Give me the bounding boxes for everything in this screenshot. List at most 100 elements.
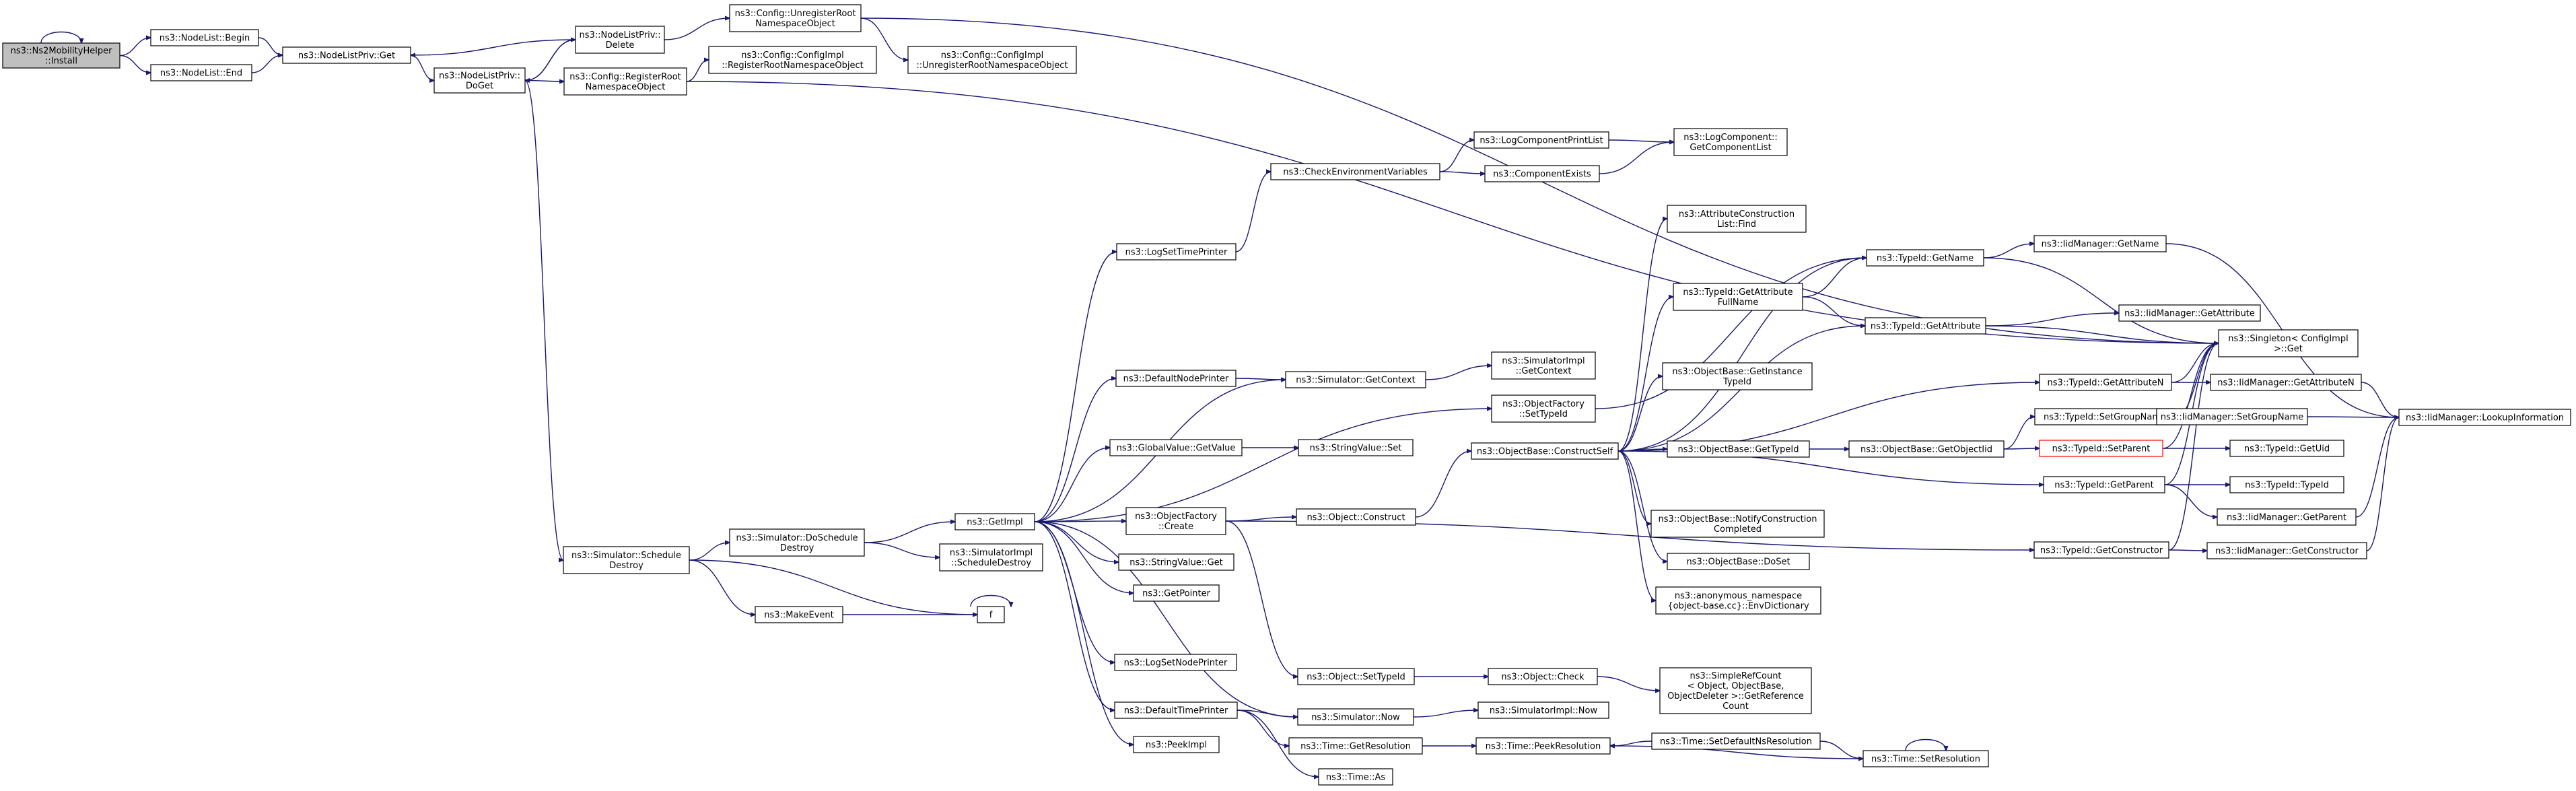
node-obj-factory-settypeid[interactable]: ns3::ObjectFactory::SetTypeId bbox=[1491, 394, 1596, 423]
node-sim-schedule-destroy[interactable]: ns3::Simulator::ScheduleDestroy bbox=[563, 546, 690, 574]
node-label: ::RegisterRootNamespaceObject bbox=[722, 61, 864, 71]
node-time-set-resolution[interactable]: ns3::Time::SetResolution bbox=[1863, 750, 1989, 767]
node-cfg-unreg[interactable]: ns3::Config::UnregisterRootNamespaceObje… bbox=[729, 4, 862, 32]
node-comp-exists[interactable]: ns3::ComponentExists bbox=[1484, 165, 1600, 182]
node-nlp-delete[interactable]: ns3::NodeListPriv::Delete bbox=[575, 26, 665, 54]
node-object-construct[interactable]: ns3::Object::Construct bbox=[1296, 508, 1416, 526]
edge-get-impl-to-default-node-printer bbox=[1034, 378, 1116, 522]
node-typeid-getattributen[interactable]: ns3::TypeId::GetAttributeN bbox=[2039, 374, 2172, 391]
node-simimpl-get-context[interactable]: ns3::SimulatorImpl::GetContext bbox=[1491, 351, 1596, 380]
node-check-env[interactable]: ns3::CheckEnvironmentVariables bbox=[1270, 163, 1440, 180]
node-object-check[interactable]: ns3::Object::Check bbox=[1488, 668, 1598, 685]
edge-sim-get-context-to-simimpl-get-context bbox=[1425, 366, 1492, 380]
node-label: ns3::CheckEnvironmentVariables bbox=[1283, 168, 1428, 178]
node-label: ns3::IidManager::GetAttribute bbox=[2124, 309, 2255, 319]
edge-typeid-getattr-fullname-to-typeid-getattribute bbox=[1802, 296, 1865, 326]
node-typeid-typeid[interactable]: ns3::TypeId::TypeId bbox=[2229, 476, 2344, 493]
edge-get-impl-to-sim-now bbox=[1034, 521, 1298, 717]
node-label: ns3::DefaultNodePrinter bbox=[1123, 374, 1229, 384]
node-cfgimpl-reg[interactable]: ns3::Config::ConfigImpl::RegisterRootNam… bbox=[708, 46, 877, 74]
edge-ob-getobjectiid-to-typeid-setparent bbox=[2003, 448, 2040, 449]
node-get-pointer[interactable]: ns3::GetPointer bbox=[1133, 584, 1220, 602]
node-ob-construct-self[interactable]: ns3::ObjectBase::ConstructSelf bbox=[1471, 442, 1619, 460]
node-typeid-getuid[interactable]: ns3::TypeId::GetUid bbox=[2229, 440, 2344, 457]
node-sim-get-context[interactable]: ns3::Simulator::GetContext bbox=[1285, 371, 1426, 388]
node-ob-notify-construction[interactable]: ns3::ObjectBase::NotifyConstructionCompl… bbox=[1650, 510, 1825, 538]
node-nl-end[interactable]: ns3::NodeList::End bbox=[150, 64, 252, 81]
node-typeid-getconstructor[interactable]: ns3::TypeId::GetConstructor bbox=[2033, 541, 2169, 559]
node-install[interactable]: ns3::Ns2MobilityHelper::Install bbox=[2, 42, 120, 69]
node-time-peek-resolution[interactable]: ns3::Time::PeekResolution bbox=[1475, 737, 1611, 755]
node-get-impl[interactable]: ns3::GetImpl bbox=[954, 513, 1035, 530]
node-f[interactable]: f bbox=[977, 606, 1005, 623]
node-label: ns3::anonymous_namespace bbox=[1675, 591, 1802, 601]
edge-check-env-to-comp-exists bbox=[1439, 172, 1485, 174]
node-global-value-get[interactable]: ns3::GlobalValue::GetValue bbox=[1109, 439, 1243, 456]
node-label: ns3::ObjectBase::GetTypeId bbox=[1678, 445, 1799, 455]
node-log-comp-print-list[interactable]: ns3::LogComponentPrintList bbox=[1473, 131, 1609, 149]
node-nl-begin[interactable]: ns3::NodeList::Begin bbox=[150, 29, 259, 46]
node-label: ns3::NodeListPriv:: bbox=[439, 71, 520, 81]
node-singleton-get[interactable]: ns3::Singleton< ConfigImpl >::Get bbox=[2218, 329, 2359, 357]
node-cfg-reg[interactable]: ns3::Config::RegisterRootNamespaceObject bbox=[563, 67, 687, 96]
node-typeid-getparent[interactable]: ns3::TypeId::GetParent bbox=[2043, 476, 2165, 493]
node-label: ns3::ObjectBase::GetObjectIid bbox=[1860, 445, 1992, 455]
node-cfgimpl-unreg[interactable]: ns3::Config::ConfigImpl::UnregisterRootN… bbox=[907, 46, 1077, 74]
node-label: ns3::IidManager::GetParent bbox=[2227, 513, 2346, 523]
edge-nlp-get-to-nlp-doget bbox=[410, 55, 434, 81]
node-string-value-set[interactable]: ns3::StringValue::Set bbox=[1298, 439, 1414, 456]
node-iid-getname[interactable]: ns3::IidManager::GetName bbox=[2033, 235, 2167, 252]
node-simimpl-now[interactable]: ns3::SimulatorImpl::Now bbox=[1477, 701, 1609, 719]
edge-ob-construct-self-to-typeid-getname bbox=[1617, 258, 1867, 452]
node-iid-getconstructor[interactable]: ns3::IidManager::GetConstructor bbox=[2206, 542, 2367, 559]
node-simple-ref-count[interactable]: ns3::SimpleRefCount< Object, ObjectBase,… bbox=[1659, 667, 1812, 714]
node-ob-getobjectiid[interactable]: ns3::ObjectBase::GetObjectIid bbox=[1848, 440, 2005, 458]
node-sim-now[interactable]: ns3::Simulator::Now bbox=[1297, 708, 1414, 726]
node-label: ns3::TypeId::TypeId bbox=[2245, 481, 2329, 491]
node-make-event[interactable]: ns3::MakeEvent bbox=[755, 606, 843, 623]
node-typeid-getattribute[interactable]: ns3::TypeId::GetAttribute bbox=[1865, 317, 1986, 335]
node-label: NamespaceObject bbox=[586, 82, 666, 92]
node-ob-gettypeid[interactable]: ns3::ObjectBase::GetTypeId bbox=[1667, 440, 1810, 458]
node-time-get-resolution[interactable]: ns3::Time::GetResolution bbox=[1288, 737, 1423, 755]
node-label: ns3::NodeListPriv:: bbox=[579, 30, 660, 40]
node-nlp-doget[interactable]: ns3::NodeListPriv::DoGet bbox=[433, 67, 526, 94]
node-log-get-comp-list[interactable]: ns3::LogComponent::GetComponentList bbox=[1673, 128, 1788, 156]
node-nlp-get[interactable]: ns3::NodeListPriv::Get bbox=[282, 46, 411, 64]
node-typeid-getname[interactable]: ns3::TypeId::GetName bbox=[1866, 249, 1984, 267]
node-label: ns3::ObjectFactory bbox=[1502, 399, 1585, 409]
node-iid-getparent[interactable]: ns3::IidManager::GetParent bbox=[2217, 508, 2357, 526]
edge-ob-getobjectiid-to-typeid-setgroupname bbox=[2003, 417, 2035, 450]
edge-nlp-doget-to-cfg-reg bbox=[524, 81, 564, 82]
node-iid-lookup[interactable]: ns3::IidManager::LookupInformation bbox=[2398, 409, 2571, 426]
node-label: ::ScheduleDestroy bbox=[951, 558, 1031, 568]
graph-edges bbox=[40, 18, 2399, 777]
node-typeid-setgroupname[interactable]: ns3::TypeId::SetGroupName bbox=[2034, 408, 2175, 425]
node-iid-getattributen[interactable]: ns3::IidManager::GetAttributeN bbox=[2210, 374, 2362, 391]
node-log-set-time-printer[interactable]: ns3::LogSetTimePrinter bbox=[1116, 243, 1237, 261]
node-object-settypeid[interactable]: ns3::Object::SetTypeId bbox=[1297, 668, 1415, 685]
node-default-time-printer[interactable]: ns3::DefaultTimePrinter bbox=[1114, 701, 1238, 719]
node-obj-factory-create[interactable]: ns3::ObjectFactory::Create bbox=[1125, 507, 1226, 535]
node-iid-getattribute[interactable]: ns3::IidManager::GetAttribute bbox=[2118, 304, 2261, 322]
node-default-node-printer[interactable]: ns3::DefaultNodePrinter bbox=[1115, 370, 1237, 387]
node-label: ns3::Time::PeekResolution bbox=[1486, 742, 1601, 752]
node-string-value-get[interactable]: ns3::StringValue::Get bbox=[1118, 553, 1234, 571]
node-anon-env-dict[interactable]: ns3::anonymous_namespace{object-base.cc}… bbox=[1655, 586, 1821, 615]
node-simimpl-schedule-destroy[interactable]: ns3::SimulatorImpl::ScheduleDestroy bbox=[939, 543, 1043, 572]
node-log-set-node-printer[interactable]: ns3::LogSetNodePrinter bbox=[1114, 654, 1237, 671]
edge-sim-doschedule-destroy-to-get-impl bbox=[864, 522, 955, 543]
node-peek-impl[interactable]: ns3::PeekImpl bbox=[1133, 736, 1220, 753]
node-iid-setgroupname[interactable]: ns3::IidManager::SetGroupName bbox=[2156, 408, 2308, 425]
edge-nl-begin-to-nlp-get bbox=[258, 37, 283, 55]
node-typeid-setparent[interactable]: ns3::TypeId::SetParent bbox=[2039, 440, 2163, 457]
node-time-as[interactable]: ns3::Time::As bbox=[1318, 768, 1393, 786]
node-time-set-default-ns[interactable]: ns3::Time::SetDefaultNsResolution bbox=[1651, 732, 1821, 750]
node-ob-doset[interactable]: ns3::ObjectBase::DoSet bbox=[1667, 553, 1810, 570]
node-label: ns3::TypeId::SetGroupName bbox=[2044, 413, 2166, 423]
node-label: ns3::Simulator::DoSchedule bbox=[736, 533, 858, 543]
